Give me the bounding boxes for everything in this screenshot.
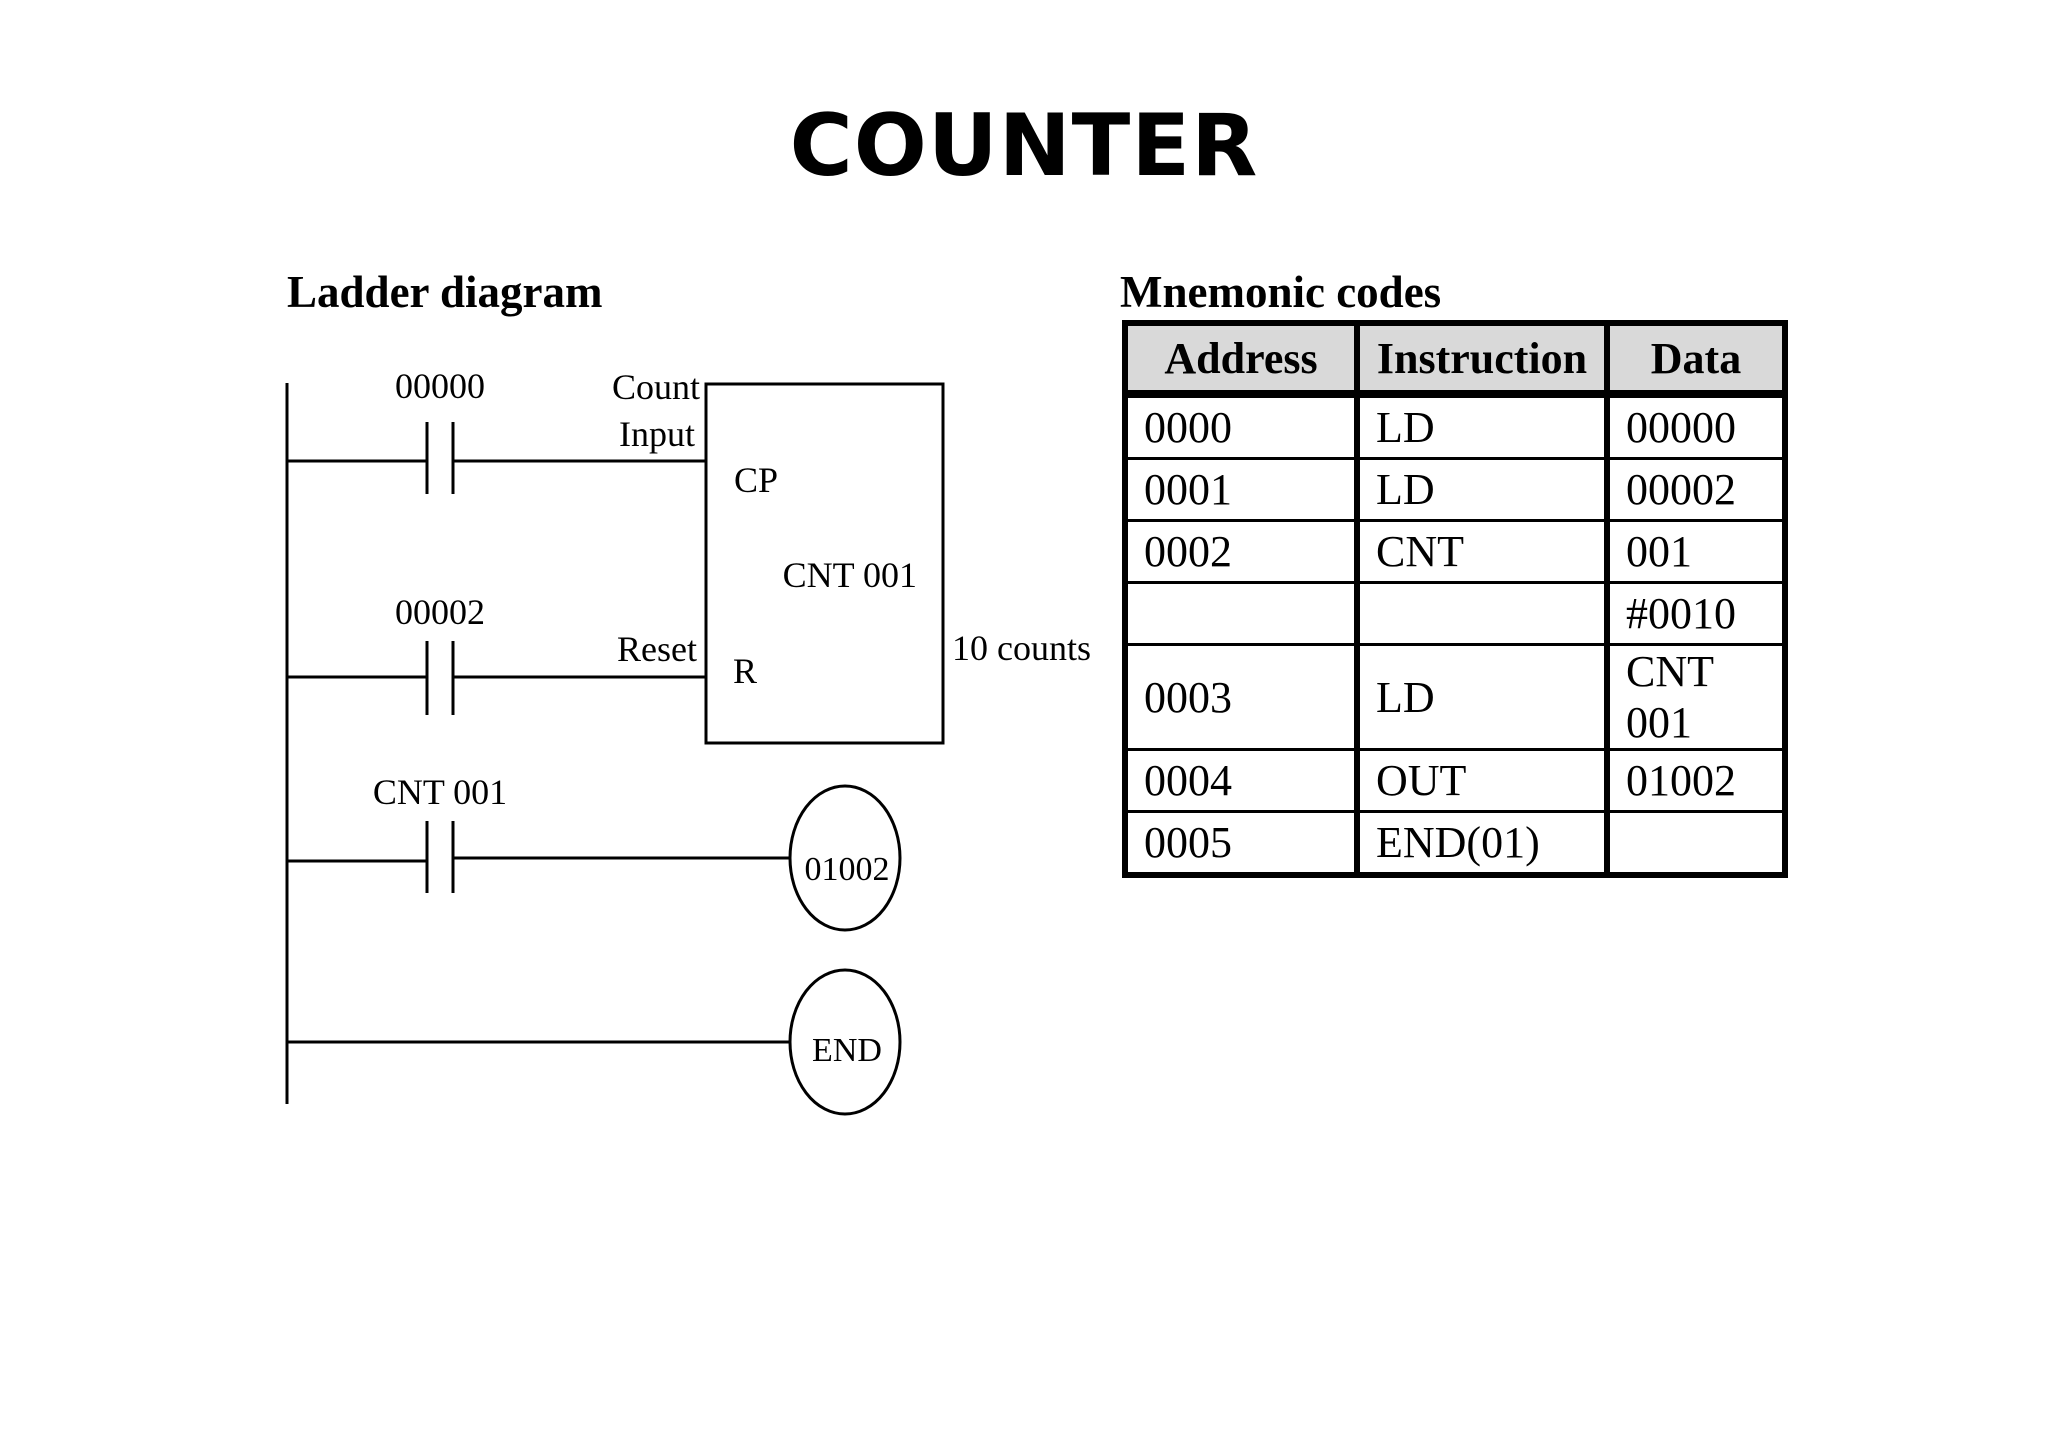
table-row: 0001 LD 00002 (1123, 457, 1787, 522)
data-cell: 00002 (1605, 457, 1787, 522)
mnemonic-table: Address Instruction Data 0000 LD 00000 0… (1122, 320, 1788, 878)
table-row: 0005 END(01) (1123, 810, 1787, 877)
ladder-diagram: 00000 Count Input CP CNT 001 00002 Reset… (285, 366, 1091, 1116)
data-cell: 001 (1605, 519, 1787, 584)
data-cell: CNT 001 (1605, 643, 1787, 751)
cp-label: CP (734, 460, 778, 500)
table-row: 0003 LD CNT 001 (1123, 643, 1787, 751)
instruction-cell: LD (1355, 643, 1610, 751)
address-cell: 0000 (1123, 392, 1360, 460)
contact-00000-label: 00000 (395, 366, 485, 406)
instruction-cell: END(01) (1355, 810, 1610, 877)
end-coil (788, 968, 902, 1116)
contact-00002-label: 00002 (395, 592, 485, 632)
slide-title: COUNTER (789, 96, 1259, 196)
data-cell: #0010 (1605, 581, 1787, 646)
column-header-address: Address (1122, 320, 1360, 398)
table-row: 0000 LD 00000 (1123, 392, 1787, 460)
table-row: #0010 (1123, 581, 1787, 646)
data-cell: 01002 (1605, 748, 1787, 813)
reset-label: Reset (617, 629, 697, 669)
end-coil-label: END (812, 1032, 882, 1069)
table-row: 0004 OUT 01002 (1123, 748, 1787, 813)
address-cell (1123, 581, 1360, 646)
address-cell: 0002 (1123, 519, 1360, 584)
preset-label: 10 counts (952, 628, 1091, 668)
instruction-cell: CNT (1355, 519, 1610, 584)
counter-name-label: CNT 001 (783, 555, 917, 595)
data-cell: 00000 (1605, 392, 1787, 460)
count-input-label-line1: Count (612, 367, 700, 407)
counter-block (704, 382, 945, 745)
instruction-cell: LD (1355, 392, 1610, 460)
mnemonic-header-row: Address Instruction Data (1122, 320, 1788, 398)
column-header-data: Data (1604, 320, 1788, 398)
instruction-cell: LD (1355, 457, 1610, 522)
ladder-diagram-heading: Ladder diagram (287, 267, 603, 317)
mnemonic-codes-heading: Mnemonic codes (1120, 267, 1442, 317)
output-coil-01002 (788, 784, 902, 932)
data-cell (1605, 810, 1787, 877)
address-cell: 0003 (1123, 643, 1360, 751)
instruction-cell (1355, 581, 1610, 646)
instruction-cell: OUT (1355, 748, 1610, 813)
address-cell: 0005 (1123, 810, 1360, 877)
address-cell: 0004 (1123, 748, 1360, 813)
column-header-instruction: Instruction (1354, 320, 1610, 398)
address-cell: 0001 (1123, 457, 1360, 522)
r-label: R (733, 651, 757, 691)
output-coil-label: 01002 (805, 851, 890, 888)
count-input-label-line2: Input (619, 414, 695, 454)
table-row: 0002 CNT 001 (1123, 519, 1787, 584)
contact-cnt001-label: CNT 001 (373, 772, 507, 812)
